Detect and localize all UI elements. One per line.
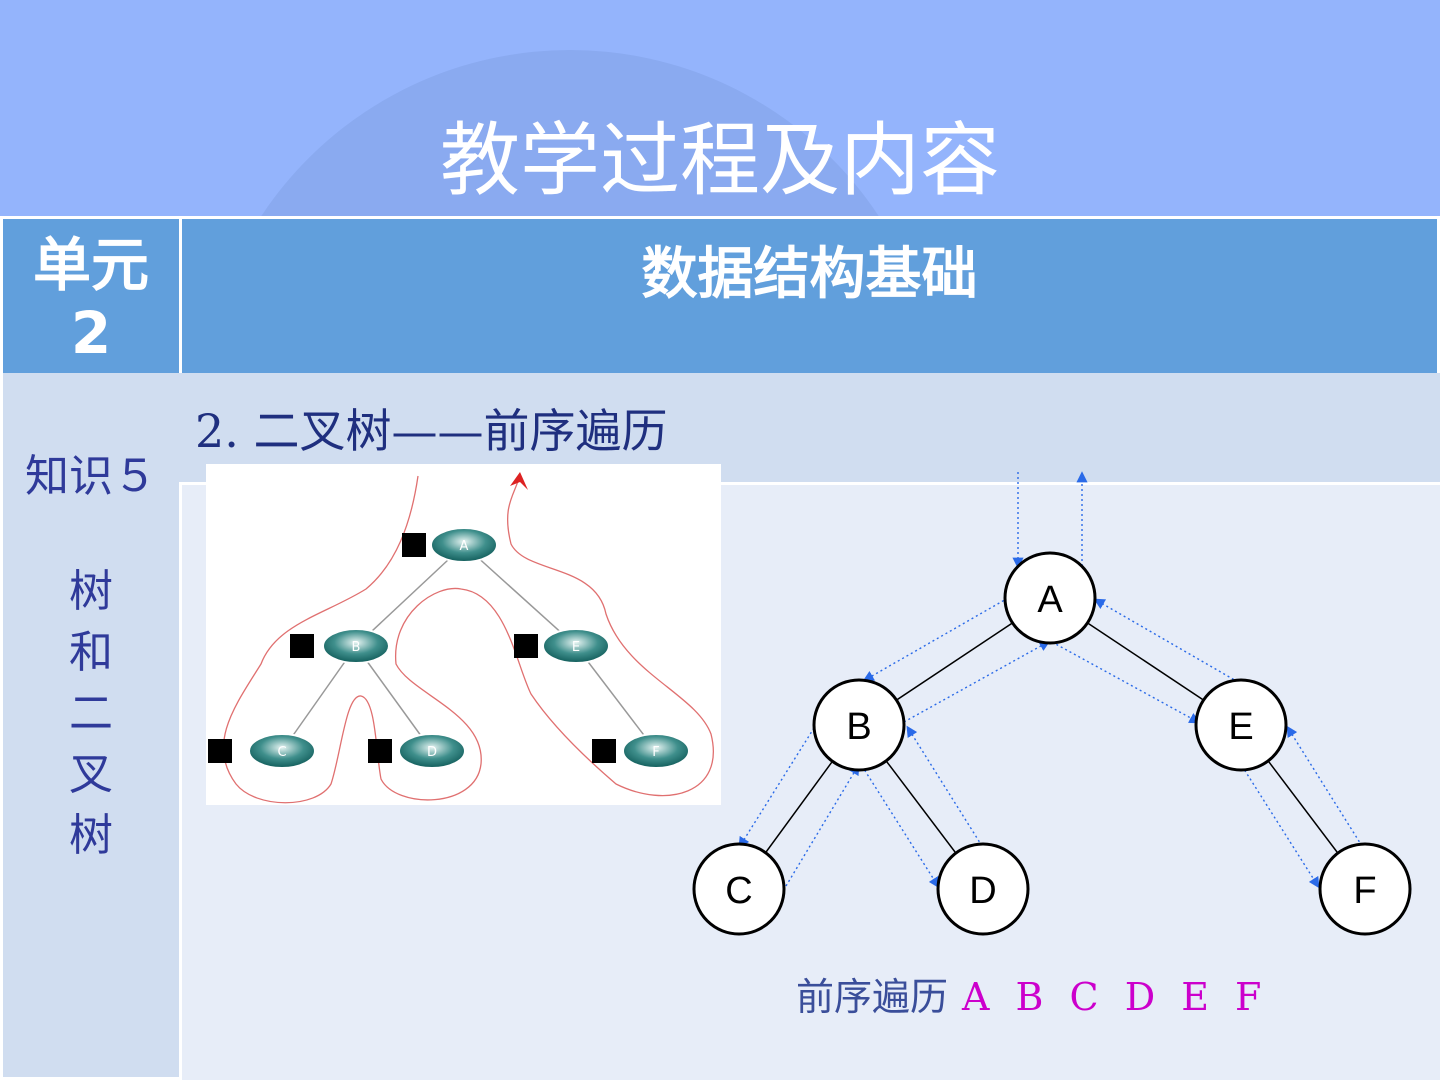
tree-node-f: F	[1318, 842, 1412, 936]
node-label: B	[846, 706, 871, 748]
traversal-arrow	[1241, 765, 1320, 889]
knowledge-label: 知识５	[25, 451, 157, 502]
traversal-contour-figure: A B E C D F	[206, 464, 721, 805]
preorder-tree-diagram: A B E C D F	[690, 466, 1414, 936]
traversal-arrows	[738, 471, 1363, 889]
node-label: F	[1353, 870, 1376, 912]
contour-tree-svg: A B E C D F	[208, 472, 714, 804]
contour-node-b: B	[322, 628, 390, 664]
tree-edge	[355, 544, 465, 647]
contour-node-f: F	[622, 733, 690, 769]
tree-node-e: E	[1194, 678, 1288, 772]
contour-arrowhead-icon	[510, 472, 528, 490]
traversal-arrow	[903, 640, 1051, 723]
contour-node-e: E	[542, 628, 610, 664]
visit-marker	[592, 739, 616, 763]
traversal-arrow	[862, 597, 1009, 682]
contour-node-c: C	[248, 733, 316, 769]
node-label: C	[725, 870, 752, 912]
slide-header	[0, 0, 1440, 216]
traversal-label: 前序遍历	[796, 975, 949, 1019]
knowledge-topic-char: 二	[69, 688, 113, 739]
tree-node-d: D	[936, 842, 1030, 936]
section-subtitle: 2. 二叉树——前序遍历	[195, 404, 668, 458]
traversal-arrow	[1093, 598, 1239, 683]
contour-node-a: A	[430, 527, 498, 563]
knowledge-topic: 树 和 二 叉 树	[3, 561, 179, 866]
traversal-arrow	[906, 725, 983, 847]
node-label: D	[427, 745, 437, 760]
traversal-contour-line	[222, 473, 714, 804]
node-label: D	[969, 870, 996, 912]
traversal-sequence: A B C D E F	[962, 975, 1262, 1019]
tree-edge	[281, 645, 357, 752]
topic-cell: 数据结构基础	[179, 216, 1440, 376]
tree-edge	[575, 645, 657, 752]
node-label: B	[352, 640, 361, 655]
tree-node-a: A	[1003, 551, 1097, 645]
node-label: A	[1037, 579, 1063, 621]
visit-marker	[514, 634, 538, 658]
visit-marker	[402, 533, 426, 557]
unit-number: 2	[70, 299, 112, 367]
visit-marker	[290, 634, 314, 658]
traversal-arrow	[861, 765, 940, 889]
knowledge-topic-char: 和	[69, 627, 113, 678]
traversal-arrow	[785, 763, 860, 887]
preorder-tree-svg: A B E C D F	[692, 471, 1412, 936]
tree-edge	[463, 544, 577, 647]
unit-label: 单元	[32, 231, 149, 299]
node-label: E	[572, 640, 580, 655]
traversal-arrow	[738, 727, 815, 849]
tree-node-b: B	[812, 678, 906, 772]
visit-marker	[208, 739, 232, 763]
knowledge-topic-char: 树	[69, 810, 113, 861]
contour-node-d: D	[398, 733, 466, 769]
node-label: F	[652, 745, 659, 760]
knowledge-topic-char: 叉	[69, 749, 113, 800]
tree-edge	[355, 645, 433, 752]
node-label: E	[1228, 706, 1253, 748]
node-label: C	[277, 745, 286, 760]
knowledge-cell: 知识５ 树 和 二 叉 树	[0, 373, 182, 1080]
traversal-result: 前序遍历 A B C D E F	[796, 966, 1261, 1021]
node-label: A	[460, 539, 469, 554]
tree-node-c: C	[692, 842, 786, 936]
unit-cell: 单元 2	[0, 216, 182, 376]
slide-title: 教学过程及内容	[440, 114, 1000, 207]
traversal-arrow	[1286, 725, 1363, 847]
visit-marker	[368, 739, 392, 763]
knowledge-topic-char: 树	[69, 566, 113, 617]
